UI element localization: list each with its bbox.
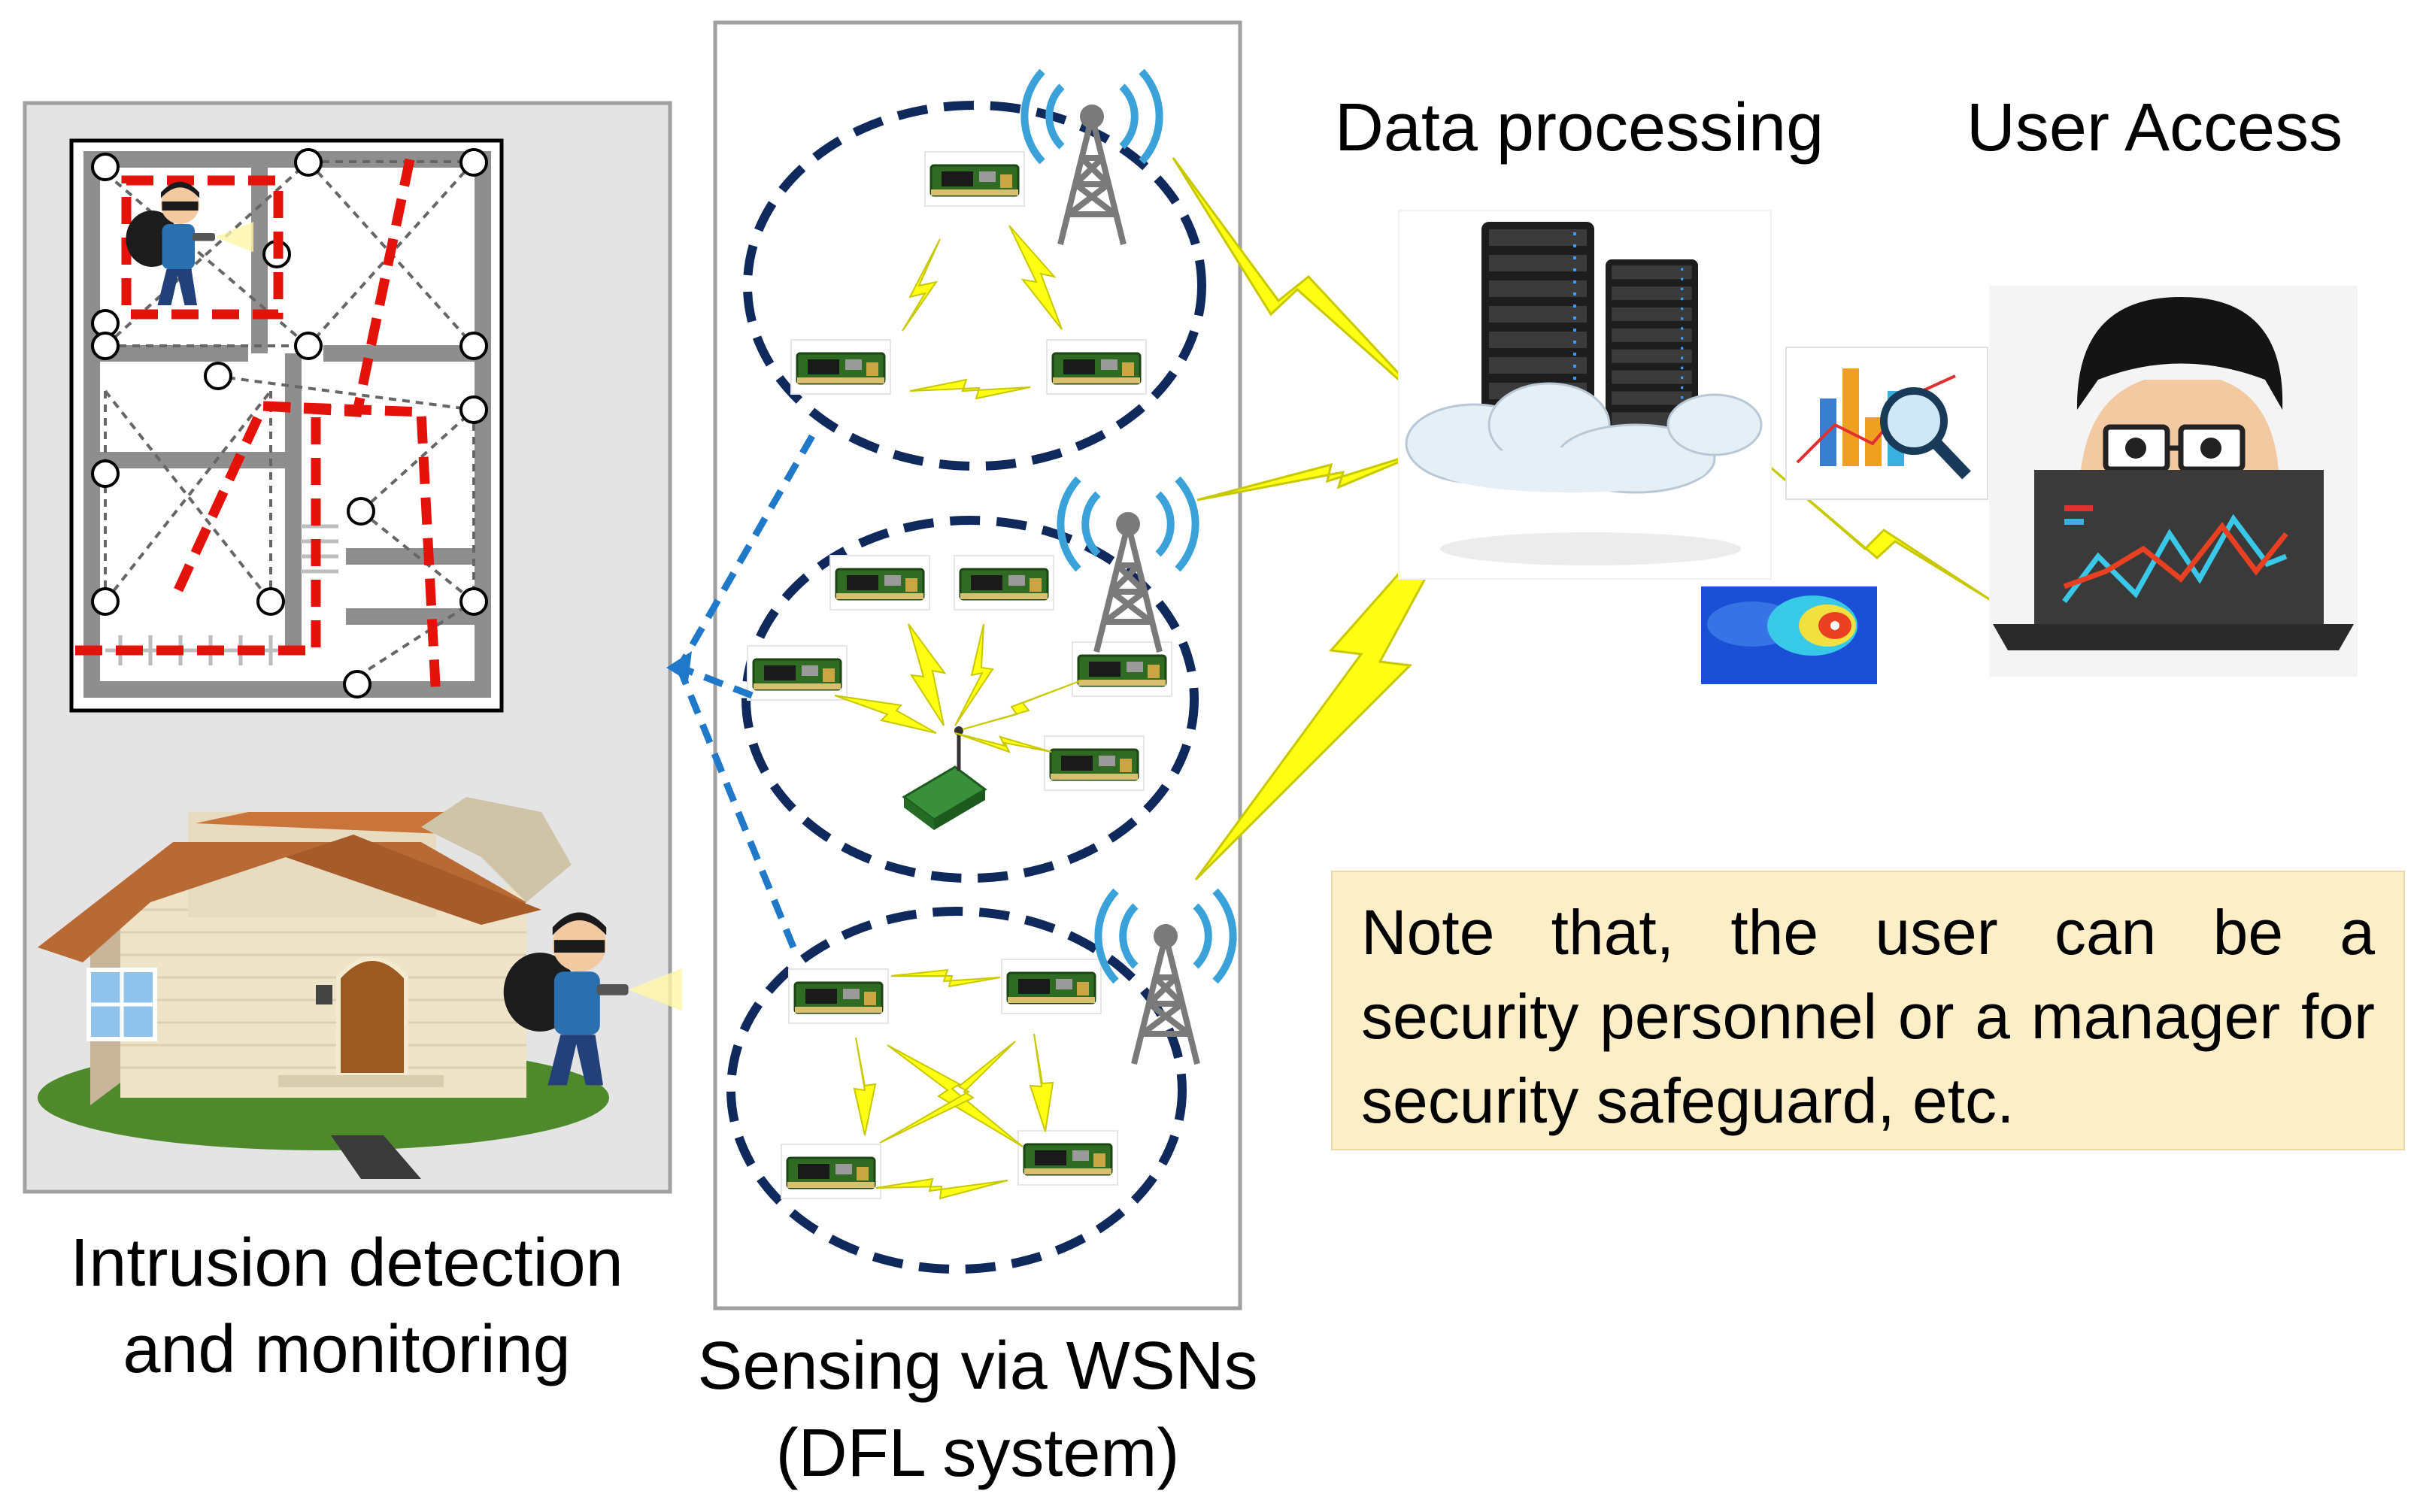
note-text: Note that, the user can be a security pe…: [1361, 897, 2375, 1136]
lightning-link-icon: [1172, 157, 1994, 881]
sensor-node-icon: [1045, 338, 1148, 395]
sensor-node-icon: [829, 554, 931, 611]
floorplan-icon: [69, 138, 504, 713]
cloud-icon: [1405, 382, 1763, 494]
sensor-node-icon: [780, 1143, 882, 1200]
house-icon: [38, 797, 682, 1179]
data-processing-label: Data processing: [1334, 90, 1824, 165]
analytics-chart-icon: [1785, 347, 1988, 500]
wsn-cluster-1: [743, 71, 1206, 471]
sensor-node-icon: [790, 338, 892, 395]
data-processing-area: [1398, 210, 1772, 580]
sensor-node-icon: [1000, 958, 1102, 1015]
sensor-node-icon: [1043, 735, 1145, 792]
user-access-label: User Access: [1966, 90, 2343, 165]
user-at-laptop-icon: [1989, 286, 2358, 677]
feed-arrows: [666, 434, 815, 949]
heatmap-icon: [1701, 586, 1877, 684]
gateway-node-icon: [902, 726, 987, 830]
intrusion-label-line2: and monitoring: [123, 1312, 571, 1387]
sensor-node-icon: [923, 150, 1026, 208]
wsn-cluster-3: [726, 891, 1233, 1274]
sensor-node-icon: [1017, 1129, 1119, 1186]
sensor-node-icon: [746, 644, 848, 701]
intrusion-label-line1: Intrusion detection: [70, 1226, 623, 1301]
sensor-node-icon: [787, 968, 890, 1025]
note-box: Note that, the user can be a security pe…: [1331, 871, 2405, 1150]
sensing-label-line1: Sensing via WSNs: [697, 1329, 1258, 1404]
sensor-node-icon: [953, 554, 1055, 611]
wsn-cluster-2: [741, 479, 1196, 883]
sensing-label-line2: (DFL system): [775, 1416, 1180, 1491]
